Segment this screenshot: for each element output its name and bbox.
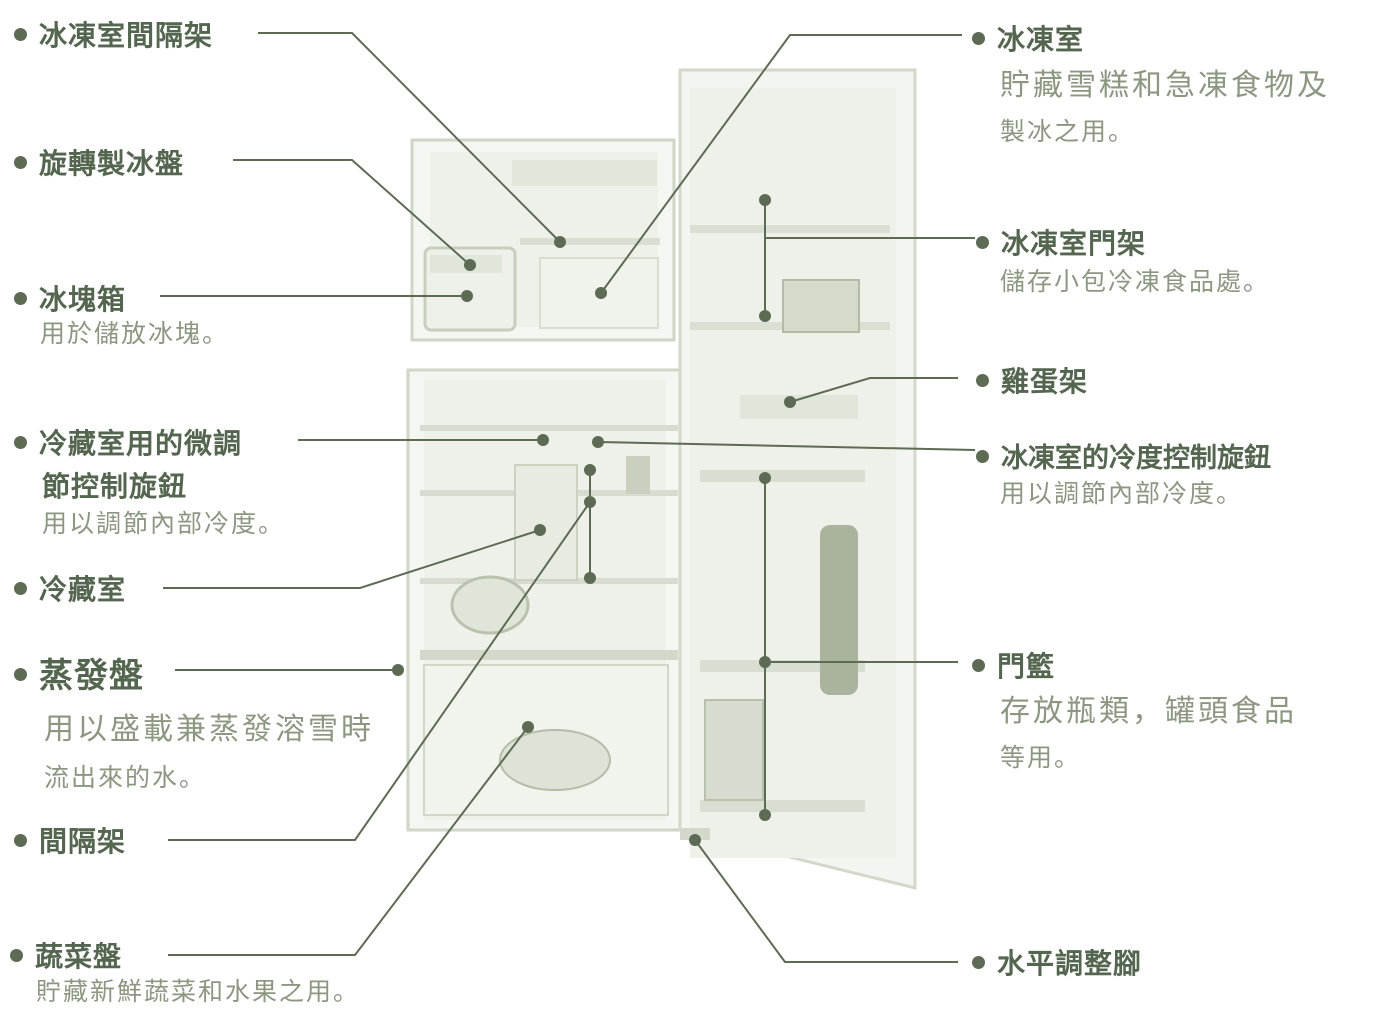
bullet-icon bbox=[972, 955, 985, 969]
freezer-light bbox=[512, 160, 657, 186]
bullet-icon bbox=[14, 581, 27, 595]
bottle-shape bbox=[820, 525, 858, 695]
dot-freezer-door-2 bbox=[759, 310, 771, 322]
label-shelf: 間隔架 bbox=[14, 820, 126, 860]
door-basket-3 bbox=[700, 800, 865, 812]
dot-level-foot bbox=[689, 834, 701, 846]
leader-egg bbox=[789, 377, 958, 403]
bullet-icon bbox=[14, 155, 27, 169]
bullet-icon bbox=[976, 450, 989, 463]
label-freezer-shelf: 冰凍室間隔架 bbox=[14, 14, 213, 54]
fridge-title: 冷藏室 bbox=[39, 573, 127, 606]
freezer-title: 冰凍室 bbox=[997, 23, 1085, 56]
bowl-shape bbox=[450, 575, 530, 635]
dot-fine-control bbox=[537, 434, 549, 446]
evap-tray-desc-1: 用以盛載兼蒸發溶雪時 bbox=[44, 712, 374, 747]
dot-fridge bbox=[534, 524, 546, 536]
fine-control-desc: 用以調節內部冷度。 bbox=[42, 509, 286, 538]
jar-shape bbox=[626, 456, 650, 494]
carton-shape bbox=[514, 464, 578, 581]
leader-fridge bbox=[163, 529, 541, 589]
leader-crisper bbox=[168, 726, 529, 956]
dot-freezer bbox=[595, 287, 607, 299]
dot-freezer-control bbox=[592, 436, 604, 448]
leader-shelf bbox=[168, 501, 591, 841]
evap-tray-desc-2: 流出來的水。 bbox=[44, 763, 207, 792]
bullet-icon bbox=[14, 668, 27, 681]
frozen-pack bbox=[782, 279, 860, 333]
bullet-icon bbox=[14, 27, 27, 41]
label-level-foot: 水平調整腳 bbox=[972, 942, 1142, 982]
label-ice-box: 冰塊箱 bbox=[14, 278, 126, 318]
bullet-icon bbox=[976, 235, 989, 249]
freezer-control-desc: 用以調節內部冷度。 bbox=[1000, 479, 1244, 508]
vegetable-shape bbox=[499, 729, 611, 791]
level-foot-title: 水平調整腳 bbox=[997, 947, 1143, 980]
label-freezer-control: 冰凍室的冷度控制旋鈕 bbox=[976, 436, 1271, 475]
dot-mid-2 bbox=[584, 572, 596, 584]
freezer-door-desc: 儲存小包冷凍食品處。 bbox=[1000, 267, 1271, 296]
door-basket-desc-2: 等用。 bbox=[1000, 743, 1082, 772]
bullet-icon bbox=[972, 658, 985, 672]
crisper-desc: 貯藏新鮮蔬菜和水果之用。 bbox=[36, 977, 361, 1006]
ice-box-desc: 用於儲放冰塊。 bbox=[40, 319, 230, 348]
leader-level-foot bbox=[694, 839, 958, 963]
ice-tray-title: 旋轉製冰盤 bbox=[39, 147, 185, 180]
freezer-desc-1: 貯藏雪糕和急凍食物及 bbox=[1000, 68, 1330, 103]
bullet-icon bbox=[10, 948, 23, 962]
freezer-shelf-plate bbox=[520, 238, 660, 245]
label-ice-tray: 旋轉製冰盤 bbox=[14, 142, 184, 182]
ice-box-title: 冰塊箱 bbox=[39, 283, 127, 316]
freezer-control-title: 冰凍室的冷度控制旋鈕 bbox=[1001, 443, 1271, 474]
bullet-icon bbox=[972, 31, 985, 45]
dot-freezer-door-1 bbox=[759, 194, 771, 206]
shelf-title: 間隔架 bbox=[39, 825, 127, 858]
fridge-shelf-1 bbox=[420, 425, 678, 431]
leader-freezer bbox=[600, 34, 962, 294]
dot-crisper bbox=[522, 721, 534, 733]
door-shelf-upper bbox=[690, 225, 890, 233]
fine-control-title-2: 節控制旋鈕 bbox=[42, 470, 188, 503]
bullet-icon bbox=[14, 291, 27, 305]
bullet-icon bbox=[14, 435, 27, 449]
leader-ice-tray bbox=[233, 159, 471, 266]
dot-ice-tray bbox=[464, 259, 476, 271]
label-freezer: 冰凍室 bbox=[972, 18, 1084, 58]
freezer-shelf-title: 冰凍室間隔架 bbox=[39, 19, 214, 52]
dot-door-basket-3 bbox=[759, 809, 771, 821]
bullet-icon bbox=[14, 833, 27, 847]
label-crisper: 蔬菜盤 bbox=[10, 935, 122, 975]
label-freezer-door: 冰凍室門架 bbox=[976, 222, 1146, 262]
crisper-title: 蔬菜盤 bbox=[35, 940, 123, 973]
label-fridge: 冷藏室 bbox=[14, 568, 126, 608]
dot-door-basket-1 bbox=[759, 472, 771, 484]
leader-freezer-shelf bbox=[258, 32, 561, 243]
dot-door-basket-2 bbox=[759, 656, 771, 668]
evap-tray-title: 蒸發盤 bbox=[39, 656, 144, 696]
dot-shelf bbox=[584, 496, 596, 508]
dot-egg bbox=[784, 396, 796, 408]
dot-ice-box bbox=[461, 290, 473, 302]
fine-control-title-1: 冷藏室用的微調 bbox=[39, 427, 243, 460]
dot-evap-tray bbox=[392, 664, 404, 676]
leader-freezer-control bbox=[597, 441, 976, 451]
cans-shape bbox=[704, 699, 764, 801]
door-basket-title: 門籃 bbox=[997, 650, 1056, 683]
label-door-basket: 門籃 bbox=[972, 645, 1055, 685]
dot-freezer-shelf bbox=[554, 236, 566, 248]
dot-mid-1 bbox=[584, 464, 596, 476]
door-basket-desc-1: 存放瓶類，罐頭食品 bbox=[1000, 694, 1297, 729]
bullet-icon bbox=[976, 373, 989, 387]
label-fine-control: 冷藏室用的微調 bbox=[14, 422, 242, 462]
door-basket-1 bbox=[700, 470, 865, 482]
freezer-door-title: 冰凍室門架 bbox=[1001, 227, 1147, 260]
freezer-desc-2: 製冰之用。 bbox=[1000, 117, 1136, 146]
fridge-shelf-4 bbox=[420, 650, 678, 660]
egg-title: 雞蛋架 bbox=[1001, 365, 1089, 398]
label-egg: 雞蛋架 bbox=[976, 360, 1088, 400]
label-evap-tray: 蒸發盤 bbox=[14, 648, 144, 697]
